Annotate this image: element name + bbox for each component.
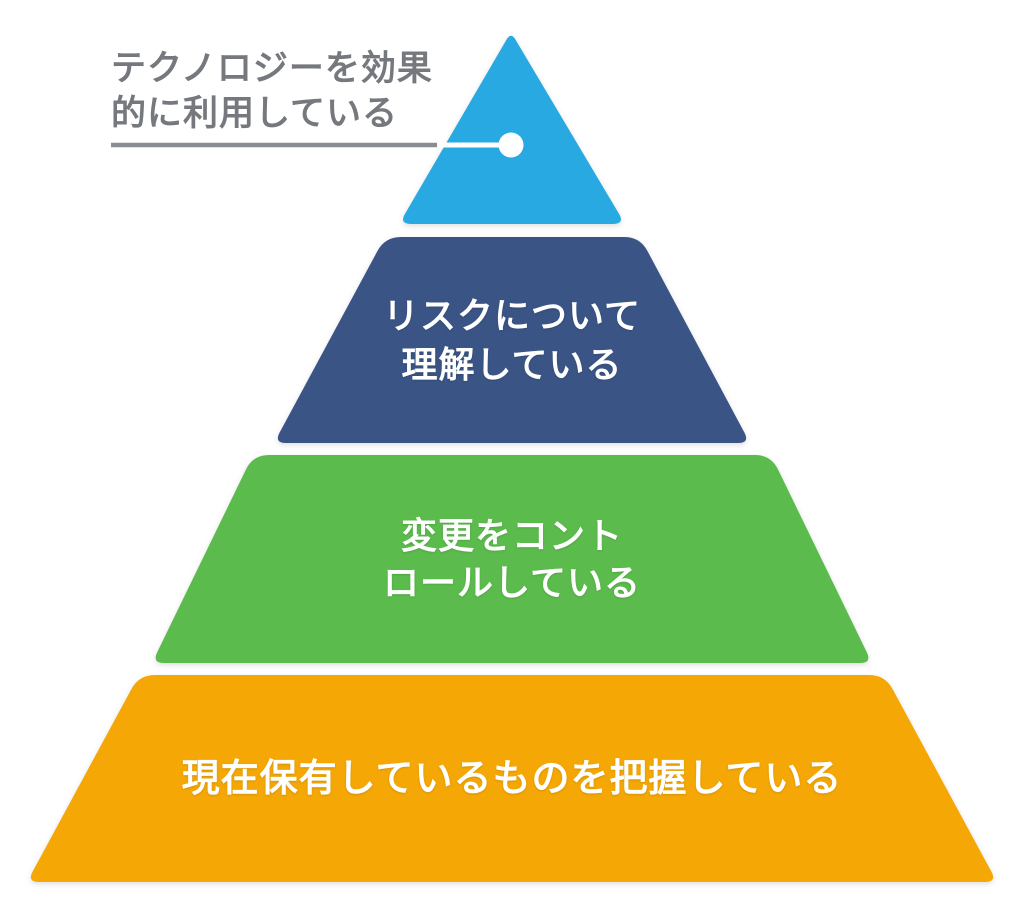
callout-connector-dot [498, 132, 524, 158]
level-3-label: 変更をコント ロールしている [152, 455, 872, 663]
level-3-label-line-1: 変更をコント [400, 515, 623, 556]
level-2-label: リスクについて 理解している [274, 237, 750, 443]
level-4-label: 現在保有しているものを把握している [27, 675, 997, 882]
level-2-label-line-2: 理解している [401, 344, 623, 385]
level-3-label-line-2: ロールしている [383, 562, 641, 603]
callout-label-line-1: テクノロジーを効果 [111, 49, 433, 88]
level-4-label-line-1: 現在保有しているものを把握している [181, 757, 843, 800]
pyramid-level-2-shape [277, 237, 747, 443]
pyramid-level-1-shape [403, 35, 621, 224]
pyramid-level-3-shape [155, 455, 869, 663]
pyramid-level-4-shape [30, 675, 994, 882]
callout-label-line-2: 的に利用している [111, 94, 398, 133]
callout-label-level-1: テクノロジーを効果 的に利用している [111, 46, 433, 136]
level-2-label-line-1: リスクについて [383, 295, 641, 336]
